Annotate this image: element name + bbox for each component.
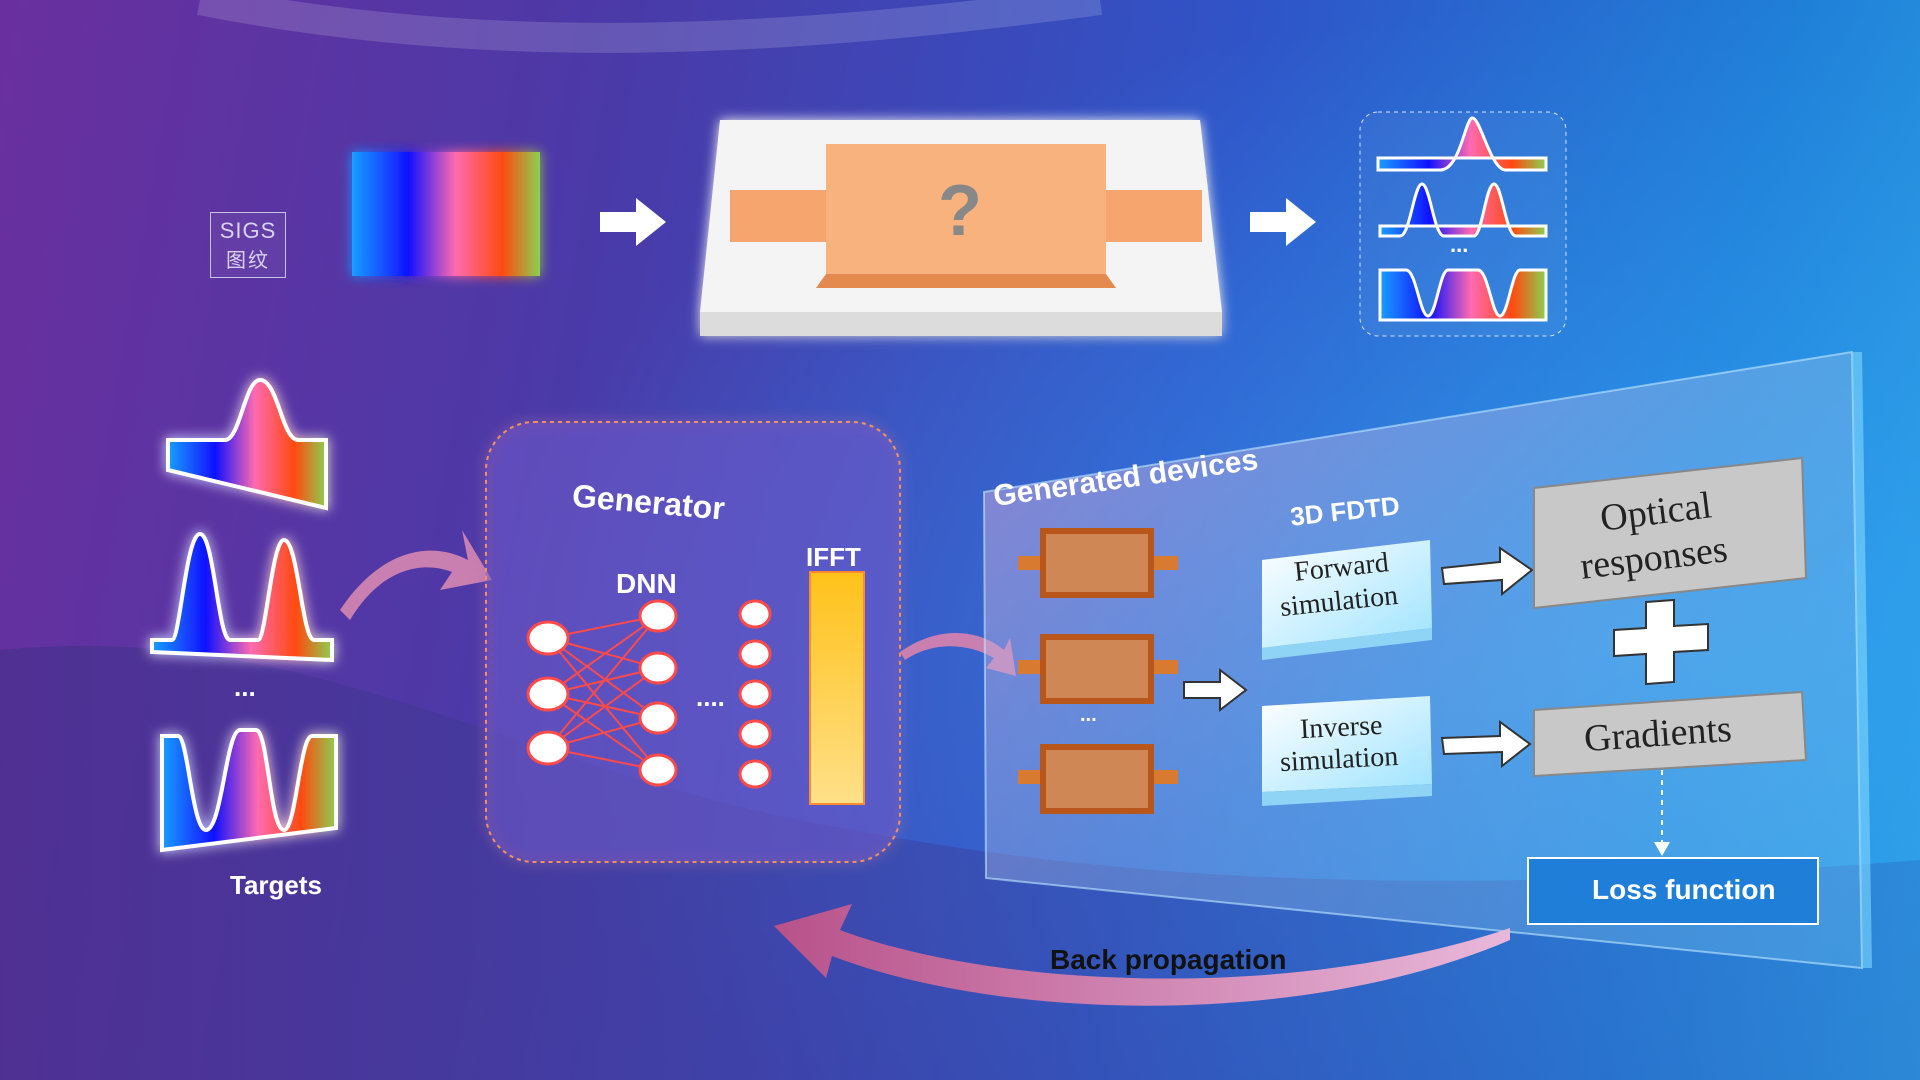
inverse-simulation-box [1262, 696, 1432, 806]
logo-line2: 图纹 [226, 247, 270, 272]
arrow-right-icon [1250, 198, 1316, 246]
ifft-label: IFFT [806, 542, 861, 572]
optical-responses-box [1533, 456, 1808, 610]
dnn-input-layer [526, 620, 570, 766]
output-spectrum-single-peak [1376, 116, 1548, 172]
generator-box [485, 421, 901, 863]
generated-device-2 [1018, 634, 1178, 704]
device-waveguide [730, 144, 1202, 288]
devices-ellipsis: ... [1080, 704, 1097, 726]
loss-function-box [1527, 857, 1819, 925]
plus-icon [1613, 598, 1709, 686]
arrow-right-icon [1440, 720, 1532, 769]
dnn-hidden-layer [638, 599, 678, 787]
output-spectrum-double-dip [1378, 268, 1548, 322]
gradients-box [1533, 690, 1808, 778]
sigs-logo: SIGS 图纹 [210, 212, 286, 278]
device-question-mark: ? [938, 171, 982, 251]
arrow-right-icon [1440, 546, 1534, 597]
loss-function-label: Loss function [1592, 874, 1776, 905]
generated-device-1 [1018, 528, 1178, 598]
targets-label: Targets [230, 870, 322, 900]
target-spectrum-double-dip [160, 728, 338, 853]
generated-device-3 [1018, 744, 1178, 814]
arrow-right-icon [600, 198, 666, 246]
output-spectrum-double-peak [1378, 182, 1548, 238]
arrow-right-icon [1183, 667, 1248, 713]
dnn-label: DNN [616, 568, 677, 599]
dnn-output-layer [738, 599, 772, 789]
arrow-curved-icon [340, 530, 492, 620]
back-propagation-label: Back propagation [1050, 944, 1287, 975]
ifft-block [809, 571, 865, 805]
outputs-ellipsis: ... [1450, 232, 1469, 257]
logo-line1: SIGS [219, 217, 277, 243]
targets-ellipsis: ... [234, 672, 256, 702]
target-spectrum-single-peak [166, 377, 328, 511]
input-spectrum [352, 152, 540, 276]
dnn-dots: .... [696, 682, 725, 712]
target-spectrum-double-peak [150, 531, 334, 663]
forward-simulation-box [1262, 540, 1432, 660]
arrow-down-icon [1654, 842, 1670, 856]
